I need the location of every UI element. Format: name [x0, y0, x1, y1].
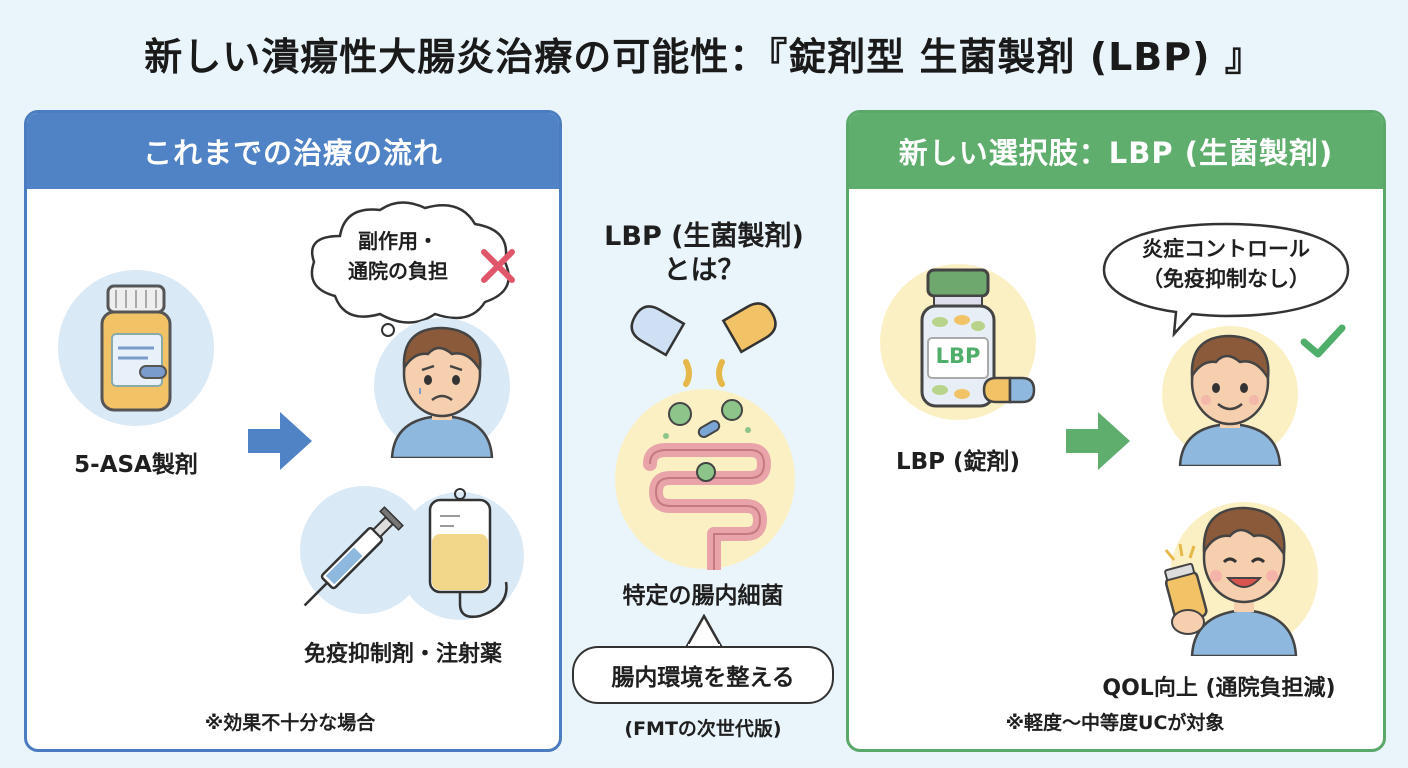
- pill-bottle-icon: [56, 268, 216, 428]
- lbp-bottle-icon: [878, 262, 1038, 422]
- side-effect-thought-bubble: 副作用・ 通院の負担: [300, 196, 522, 346]
- drug-label-lbp: LBP (錠剤): [895, 449, 1021, 475]
- worried-person-icon: [372, 308, 512, 458]
- new-option-panel: 新しい選択肢：LBP (生菌製剤): [846, 110, 1386, 752]
- speech-line-1: 炎症コントロール: [1142, 237, 1310, 261]
- capsule-icon: [616, 300, 792, 390]
- new-option-header: 新しい選択肢：LBP (生菌製剤): [849, 113, 1383, 189]
- arrow-right-icon: [248, 412, 312, 470]
- conventional-treatment-header: これまでの治療の流れ: [27, 113, 559, 189]
- lbp-question-line-2: とは？: [663, 255, 745, 286]
- lbp-question-line-1: LBP (生菌製剤): [604, 221, 804, 252]
- bacteria-icon: [663, 399, 751, 439]
- syringe-icon: [294, 486, 424, 616]
- iv-bag-icon: [410, 486, 528, 626]
- arrow-right-icon: [1066, 412, 1130, 470]
- calm-person-icon: [1160, 316, 1300, 466]
- intestine-icon: [610, 384, 800, 570]
- bacteria-label: 特定の腸内細菌: [622, 583, 784, 609]
- cross-icon: [478, 246, 518, 286]
- page-title: 新しい潰瘍性大腸炎治療の可能性：『錠剤型 生菌製剤 (LBP) 』: [144, 35, 1264, 79]
- conventional-footnote: ※効果不十分な場合: [204, 712, 376, 734]
- lbp-bottle-label: LBP: [935, 344, 981, 368]
- gut-speech-bubble: 腸内環境を整える: [572, 646, 834, 704]
- second-line-label: 免疫抑制剤・注射薬: [303, 642, 502, 667]
- lbp-footnote: ※軽度～中等度UCが対象: [1005, 712, 1225, 734]
- thought-line-2: 通院の負担: [348, 259, 448, 283]
- speech-pointer: [684, 614, 724, 648]
- check-icon: [1298, 320, 1348, 360]
- drug-label-5asa: 5-ASA製剤: [74, 452, 198, 478]
- thought-line-1: 副作用・: [358, 229, 438, 253]
- speech-line-2: （免疫抑制なし）: [1142, 267, 1310, 291]
- happy-person-icon: [1158, 490, 1318, 656]
- inflammation-speech-bubble: 炎症コントロール （免疫抑制なし）: [1096, 216, 1356, 340]
- lbp-question: LBP (生菌製剤) とは？: [570, 220, 838, 288]
- fmt-footnote: (FMTの次世代版): [624, 718, 782, 740]
- qol-label: QOL向上 (通院負担減): [1102, 676, 1336, 701]
